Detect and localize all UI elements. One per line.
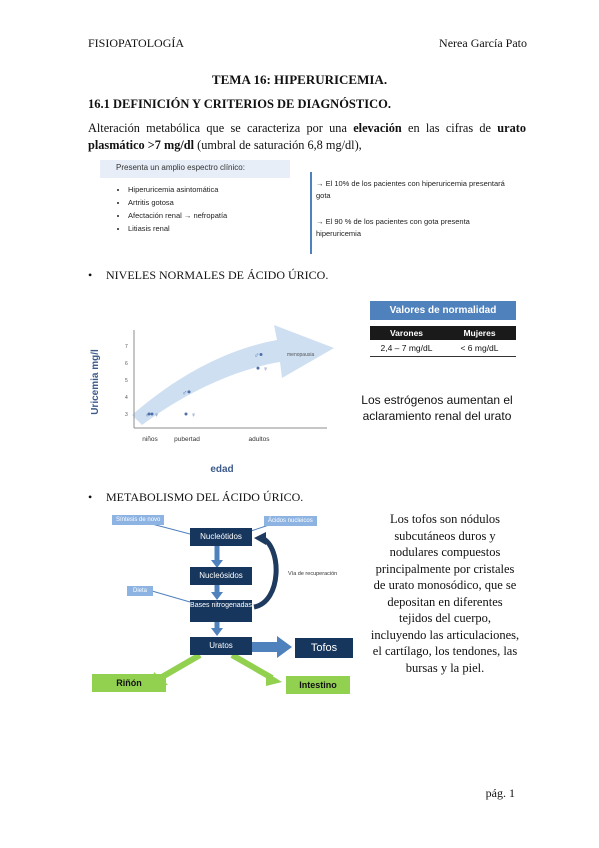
list-item: Afectación renal → nefropatía: [128, 209, 227, 222]
table-header-cell: Mujeres: [463, 328, 496, 338]
table-header-row: Varones Mujeres: [370, 326, 516, 340]
list-item: Litiasis renal: [128, 222, 227, 235]
menopause-annotation: menopausia: [287, 352, 314, 358]
label-dieta: Dieta: [127, 586, 154, 596]
page-number: pág. 1: [485, 786, 515, 800]
series-symbol: ♀: [263, 365, 268, 373]
normal-values-table: Valores de normalidad Varones Mujeres 2,…: [370, 301, 516, 357]
label-synthesis: Síntesis de novo: [112, 515, 165, 525]
x-category-label: adultos: [249, 436, 271, 443]
data-point: [256, 366, 260, 370]
x-axis-label: edad: [210, 464, 233, 475]
label-nucleic-acids: Ácidos nucleicos: [264, 516, 317, 526]
clinical-spectrum-figure: Presenta un amplio espectro clínico: Hip…: [100, 160, 520, 256]
arrow-to-tofos: [247, 636, 292, 658]
bullet-niveles: •NIVELES NORMALES DE ÁCIDO ÚRICO.: [88, 268, 329, 282]
tofos-description: Los tofos son nódulos subcutáneos duros …: [370, 512, 520, 675]
section-heading: 16.1 DEFINICIÓN Y CRITERIOS DE DIAGNÓSTI…: [88, 97, 391, 111]
clinical-note-2: → El 90 % de los pacientes con gota pres…: [316, 217, 470, 238]
y-tick-label: 4: [125, 395, 128, 401]
step-uratos: Uratos: [190, 637, 252, 655]
data-point: [147, 412, 151, 416]
data-point: [187, 390, 191, 394]
data-point: [259, 353, 263, 356]
estrogen-note: Los estrógenos aumentan el aclaramiento …: [361, 393, 513, 423]
x-category-label: pubertad: [174, 436, 200, 443]
data-point: [150, 412, 154, 416]
table-row: 2,4 – 7 mg/dL < 6 mg/dL: [370, 340, 516, 357]
step-nucleosidos: Nucleósidos: [190, 567, 252, 585]
page-title: TEMA 16: HIPERURICEMIA.: [211, 72, 388, 87]
rinon-box: Riñón: [92, 674, 166, 692]
series-symbol: ♂: [145, 411, 150, 419]
definition-paragraph: Alteración metabólica que se caracteriza…: [88, 121, 526, 152]
label-salvage: Vía de recuperación: [288, 571, 338, 577]
y-tick-label: 7: [125, 344, 128, 350]
trend-arrow: [132, 325, 334, 425]
clinical-list: Hiperuricemia asintomática Artritis goto…: [110, 183, 227, 235]
y-tick-label: 5: [125, 378, 128, 384]
y-tick-label: 6: [125, 361, 128, 367]
series-symbol: ♀: [154, 411, 159, 419]
uricemia-chart: 3 4 5 6 7 niños pubertad adultos ♂ ♂ ♂ ♀ ♀ ♀ menopa…: [90, 325, 334, 475]
header-left: FISIOPATOLOGÍA: [88, 36, 185, 50]
table-cell: < 6 mg/dL: [460, 343, 499, 353]
clinical-note-1: → El 10% de los pacientes con hiperurice…: [316, 179, 505, 200]
step-bases: Bases nitrogenadas: [190, 600, 252, 622]
clinical-heading: Presenta un amplio espectro clínico:: [116, 163, 245, 172]
metabolism-diagram: Síntesis de novo Ácidos nucleicos Dieta …: [82, 512, 354, 696]
series-symbol: ♂: [254, 352, 259, 360]
list-item: Hiperuricemia asintomática: [128, 183, 227, 196]
table-title: Valores de normalidad: [370, 301, 516, 320]
series-symbol: ♂: [182, 389, 187, 397]
intestino-box: Intestino: [286, 676, 350, 694]
x-category-label: niños: [142, 436, 158, 443]
y-axis-label: Uricemia mg/l: [90, 349, 101, 415]
header-right: Nerea García Pato: [439, 36, 527, 50]
table-header-cell: Varones: [389, 328, 424, 338]
series-symbol: ♀: [191, 411, 196, 419]
table-cell: 2,4 – 7 mg/dL: [380, 343, 433, 353]
list-item: Artritis gotosa: [128, 196, 227, 209]
data-point: [184, 412, 188, 416]
tofos-box: Tofos: [295, 638, 353, 658]
bullet-metabolismo: •METABOLISMO DEL ÁCIDO ÚRICO.: [88, 490, 304, 504]
y-tick-label: 3: [125, 412, 128, 418]
step-nucleotidos: Nucleótidos: [190, 528, 252, 546]
